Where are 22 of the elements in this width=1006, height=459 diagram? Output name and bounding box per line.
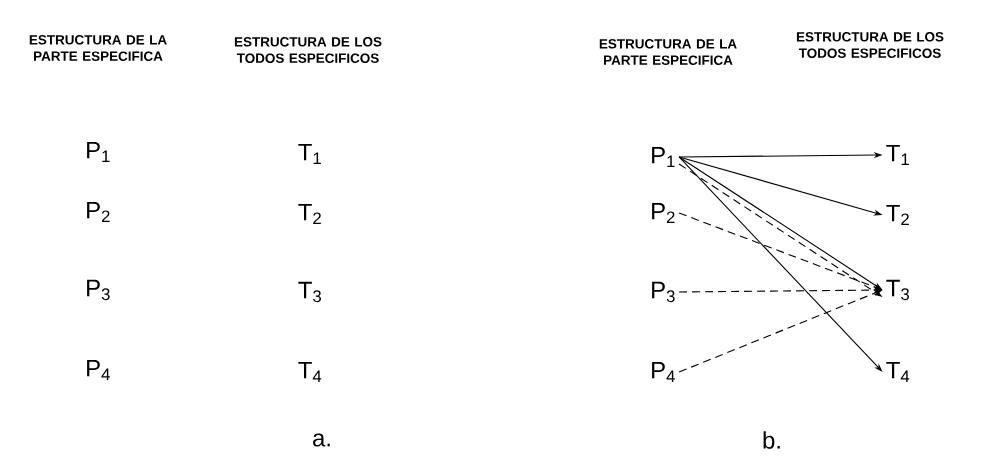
symbol-label: T$_{4}$: [298, 361, 322, 383]
symbol-label: T$_{1}$: [298, 143, 321, 165]
symbol-label: T$_{2}$: [886, 204, 909, 226]
symbol-label: P$_{1}$: [652, 146, 675, 168]
symbol-label: P$_{4}$: [652, 361, 675, 383]
symbol-label: T$_{1}$: [886, 144, 909, 166]
symbol-label: T$_{2}$: [298, 203, 321, 225]
column-heading: ESTRUCTURA DE LOS TODOS ESPECIFICOS: [234, 37, 382, 63]
column-heading: ESTRUCTURA DE LA PARTE ESPECIFICA: [599, 39, 737, 65]
symbol-label: T$_{4}$: [886, 361, 910, 383]
symbol-label: P$_{3}$: [652, 281, 675, 303]
symbol-label: P$_{3}$: [87, 279, 110, 301]
symbol-label: P$_{1}$: [87, 141, 110, 163]
symbol-label: P$_{4}$: [87, 359, 110, 381]
panel-label: b.: [763, 431, 780, 449]
panel-label: a.: [313, 433, 330, 447]
column-heading: ESTRUCTURA DE LOS TODOS ESPECIFICOS: [796, 32, 944, 58]
symbol-label: T$_{3}$: [886, 279, 909, 301]
symbol-label: P$_{2}$: [87, 201, 110, 223]
symbol-label: P$_{2}$: [652, 202, 675, 224]
column-heading: ESTRUCTURA DE LA PARTE ESPECIFICA: [29, 35, 167, 61]
symbol-label: T$_{3}$: [298, 281, 321, 303]
